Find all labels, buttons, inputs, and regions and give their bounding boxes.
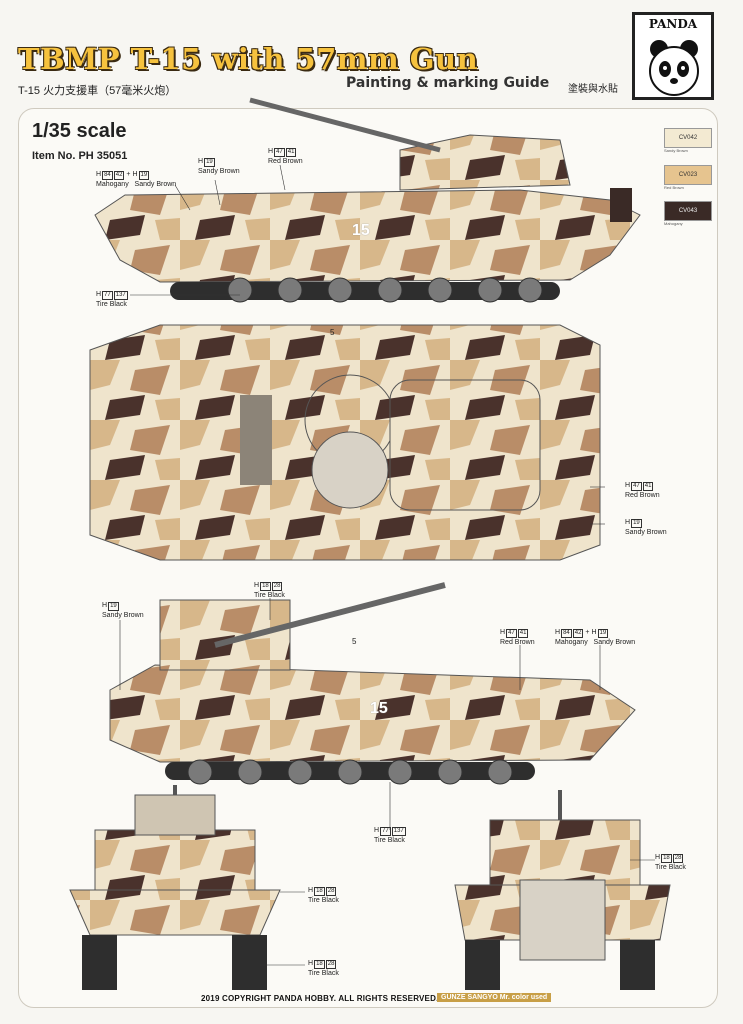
guide-heading: Painting & marking Guide <box>346 75 550 91</box>
side-number-marking: 15 <box>352 222 370 239</box>
guide-heading-chinese: 塗裝與水貼 <box>568 84 618 95</box>
panda-face-icon <box>649 40 699 96</box>
gunze-color-badge: GUNZE SANGYO Mr. color used <box>437 993 552 1002</box>
callout-leaders <box>119 164 655 966</box>
page-title: TBMP T-15 with 57mm Gun <box>18 42 479 76</box>
item-number: Item No. PH 35051 <box>32 150 128 162</box>
rear-view <box>454 790 671 990</box>
swatch-cv043: CV043 <box>664 201 712 221</box>
swatch-cv023: CV023 <box>664 165 712 185</box>
swatch-cv042: CV042 <box>664 128 712 148</box>
marking-number-top: 5 <box>330 328 335 337</box>
logo-text: PANDA <box>648 17 698 31</box>
side-number-marking: 15 <box>370 700 388 717</box>
subtitle-chinese: T-15 火力支援車（57毫米火炮） <box>18 85 177 97</box>
side-view-left <box>94 97 641 303</box>
panda-logo: PANDA <box>632 12 714 100</box>
copyright-notice: 2019 COPYRIGHT PANDA HOBBY. ALL RIGHTS R… <box>201 994 439 1003</box>
swatch-note: Mahogany <box>664 221 683 226</box>
marking-number-side: 5 <box>352 637 357 646</box>
swatch-note: Red Brown <box>664 185 684 190</box>
scale-label: 1/35 scale <box>32 120 127 142</box>
front-view <box>69 785 281 990</box>
top-view <box>89 324 601 561</box>
side-view-right <box>109 582 636 785</box>
swatch-note: Sandy Brown <box>664 148 688 153</box>
